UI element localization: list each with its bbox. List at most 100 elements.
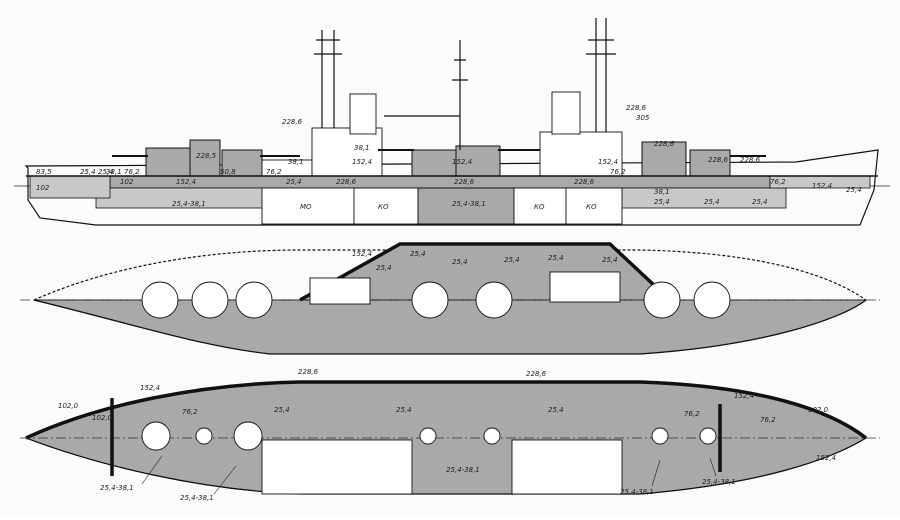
thickness-label: 25,4-38,1 xyxy=(446,466,480,474)
turret-midship-1 xyxy=(411,149,457,177)
thickness-label: 25,4-38,1 xyxy=(620,488,654,496)
turret-circle xyxy=(693,281,731,319)
main-belt-armor xyxy=(109,175,771,189)
thickness-label: 152,4 xyxy=(352,250,372,258)
thickness-label: 25,4-38,1 xyxy=(702,478,736,486)
label-leader xyxy=(709,457,717,477)
thickness-label: 25,4-38,1 xyxy=(100,484,134,492)
barbette-circle xyxy=(195,427,213,445)
aft-superstructure xyxy=(539,131,623,177)
compartment-ko-1 xyxy=(353,187,419,225)
thickness-label: 38,1 xyxy=(106,168,122,176)
compartment-ko-3 xyxy=(565,187,623,225)
thickness-label: 76,2 xyxy=(684,410,700,418)
thickness-label: 228,6 xyxy=(282,118,303,126)
turret-circle xyxy=(235,281,273,319)
thickness-label: 83,5 xyxy=(36,168,52,176)
compartment-label: КО xyxy=(534,203,545,211)
turret-c-barbette xyxy=(221,149,263,177)
turret-circle xyxy=(141,281,179,319)
compartment-label: КО xyxy=(586,203,597,211)
thickness-label: 102,0 xyxy=(808,406,829,414)
thickness-label: 152,4 xyxy=(734,392,754,400)
hull-side-outline xyxy=(24,149,879,226)
turret-circle xyxy=(475,281,513,319)
thickness-label: 76,2 xyxy=(770,178,786,186)
turret-midship-2 xyxy=(455,145,501,177)
lower-white-region-1 xyxy=(261,439,413,495)
aft-mast xyxy=(586,18,616,132)
aft-funnel xyxy=(551,91,581,135)
lower-white-region-2 xyxy=(511,439,623,495)
thickness-label: 228,6 xyxy=(574,178,595,186)
thickness-label: 228,5 xyxy=(196,152,217,160)
upper-deck-plan-view: 152,4 25,4 25,4 25,4 25,4 25,4 25,4 xyxy=(20,242,880,355)
thickness-label: 76,2 xyxy=(760,416,776,424)
thickness-label: 152,4 xyxy=(176,178,196,186)
barbette-circle xyxy=(651,427,669,445)
label-leader xyxy=(141,455,163,485)
turret-circle xyxy=(191,281,229,319)
aft-structure-plan xyxy=(549,271,621,303)
thickness-label: 25,4 xyxy=(548,254,564,262)
thickness-label: 25,4-38,1 xyxy=(172,200,206,208)
thickness-label: 152,4 xyxy=(812,182,832,190)
thickness-label: 228,6 xyxy=(626,104,647,112)
barbette-circle xyxy=(141,421,171,451)
turret-b-barbette xyxy=(189,139,221,177)
label-leader xyxy=(213,465,237,495)
barbette-circle xyxy=(699,427,717,445)
turret-aft-2 xyxy=(689,149,731,177)
thickness-label: 228,6 xyxy=(454,178,475,186)
compartment-mo xyxy=(261,187,355,225)
barbette-circle xyxy=(233,421,263,451)
thickness-label: 25,4 xyxy=(846,186,862,194)
turret-circle xyxy=(411,281,449,319)
thickness-label: 102,0 xyxy=(58,402,79,410)
thickness-label: 25,4 xyxy=(80,168,96,176)
label-leader xyxy=(651,459,661,487)
thickness-label: 25,4 xyxy=(504,256,520,264)
thickness-label: 25,4 xyxy=(376,264,392,272)
lower-deck-upper-border xyxy=(25,380,868,440)
forward-mast xyxy=(314,30,342,128)
thickness-label: 228,6 xyxy=(708,156,729,164)
thickness-label: 228,6 xyxy=(526,370,547,378)
thickness-label: 38,1 xyxy=(654,188,670,196)
thickness-label: 152,4 xyxy=(598,158,618,166)
compartment-label: КО xyxy=(378,203,389,211)
thickness-label: 102 xyxy=(36,184,50,192)
thickness-label: 228,6 xyxy=(740,156,761,164)
thickness-label: 25,4 xyxy=(602,256,618,264)
thickness-label: 25,4 xyxy=(98,168,114,176)
thickness-label: 25,4 xyxy=(396,406,412,414)
thickness-label: 228,6 xyxy=(654,140,675,148)
thickness-label: 38,1 xyxy=(354,144,370,152)
thickness-label: 25,4-38,1 xyxy=(452,200,486,208)
thickness-label: 228,6 xyxy=(298,368,319,376)
thickness-label: 50,8 xyxy=(220,168,236,176)
upper-hull-dashed-edge xyxy=(33,249,867,301)
main-mast xyxy=(384,40,468,150)
thickness-label: 25,4 xyxy=(704,198,720,206)
turret-aft-1 xyxy=(641,141,687,177)
forward-structure-plan xyxy=(309,277,371,305)
thickness-label: 102,0 xyxy=(92,414,113,422)
turret-circle xyxy=(643,281,681,319)
barbette-circle xyxy=(419,427,437,445)
thickness-label: 76,2 xyxy=(266,168,282,176)
upper-hull-lower-edge xyxy=(33,299,867,355)
thickness-label: 305 xyxy=(636,114,650,122)
thickness-label: 152,4 xyxy=(452,158,472,166)
upper-citadel-border xyxy=(299,242,672,302)
thickness-label: 25,4 xyxy=(548,406,564,414)
thickness-label: 25,4 xyxy=(410,250,426,258)
thickness-label: 25,4-38,1 xyxy=(180,494,214,502)
side-profile-view: МО КО КО КО 228,6 38,1 228,6 305 228,6 2… xyxy=(14,18,890,226)
thickness-label: 76,2 xyxy=(182,408,198,416)
thickness-label: 228,6 xyxy=(336,178,357,186)
lower-deck-plan-view: 228,6 228,6 152,4 102,0 102,0 76,2 25,4 … xyxy=(20,368,880,502)
thickness-label: 38,1 xyxy=(288,158,304,166)
thickness-label: 152,4 xyxy=(816,454,836,462)
